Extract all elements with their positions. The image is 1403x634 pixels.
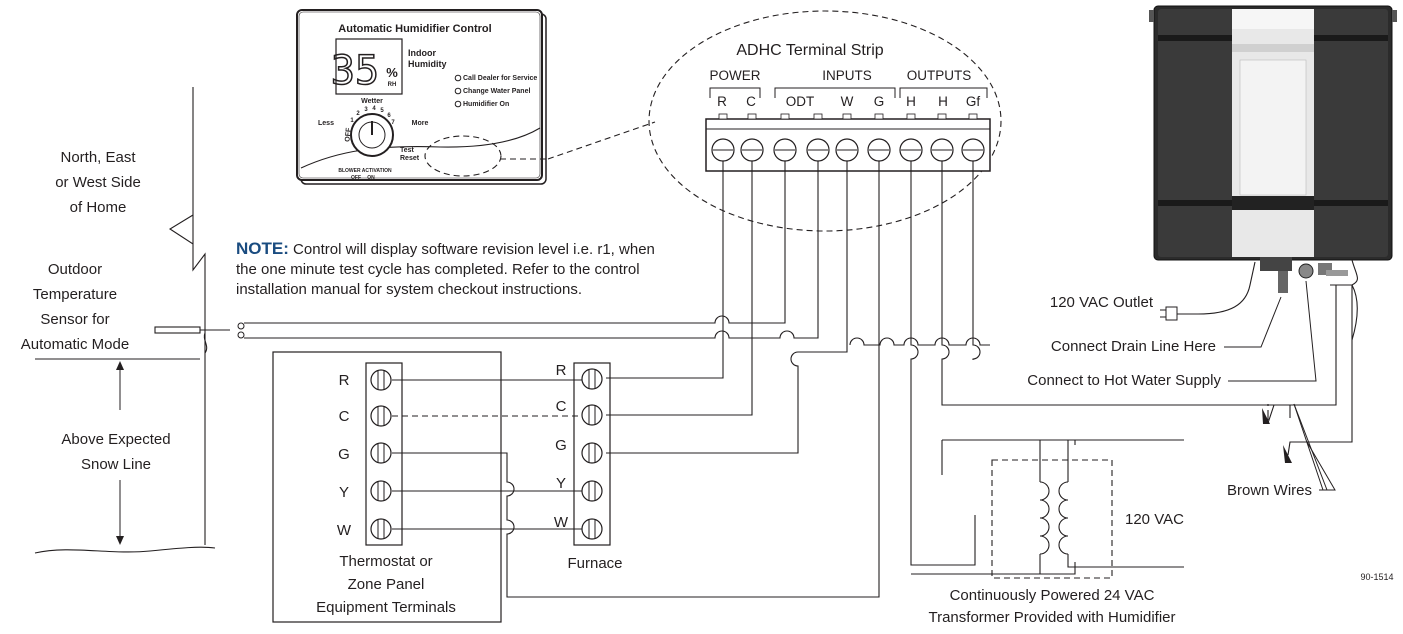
thermostat-caption-3: Equipment Terminals [316, 599, 456, 616]
thermostat-terminal-w: W [337, 522, 352, 539]
terminal-strip-labels: R C ODT W G H H Gf [717, 94, 980, 109]
humidifier-control-panel: Automatic Humidifier Control 35 % RH Ind… [296, 9, 547, 185]
side-of-home-label-2: or West Side [55, 174, 141, 191]
thermostat-terminal-c: C [339, 408, 350, 425]
thermostat-terminal-g: G [338, 446, 350, 463]
terminal-label-h2: H [938, 94, 948, 109]
transformer-caption-1: Continuously Powered 24 VAC [950, 587, 1155, 604]
outlet-label: 120 VAC Outlet [1050, 294, 1154, 311]
thermostat-terminal-y: Y [339, 484, 349, 501]
terminal-strip-screws [711, 138, 985, 162]
dial-less-label: Less [318, 120, 334, 127]
status-humidifier-on: Humidifier On [463, 101, 509, 108]
dial-num-5: 5 [380, 108, 384, 114]
furnace-terminal-c: C [556, 398, 567, 415]
group-power-label: POWER [709, 68, 760, 83]
sensor-label-4: Automatic Mode [21, 336, 129, 353]
indoor-label: Indoor [408, 48, 436, 58]
blower-on-label: ON [367, 175, 375, 181]
house-wall-drawing [34, 87, 216, 554]
control-title: Automatic Humidifier Control [338, 23, 491, 35]
note-block: NOTE: Control will display software revi… [236, 239, 676, 300]
terminal-label-r: R [717, 94, 727, 109]
outdoor-sensor-drawing [154, 322, 245, 354]
status-change-panel: Change Water Panel [463, 88, 530, 95]
dial-wetter-label: Wetter [361, 98, 383, 105]
part-number: 90-1514 [1360, 572, 1393, 582]
thermostat-caption-1: Thermostat or [339, 553, 432, 570]
blower-off-label: OFF [351, 175, 361, 181]
test-label: Test [400, 147, 415, 154]
terminal-location-callout [424, 135, 502, 177]
side-of-home-label-3: of Home [70, 199, 127, 216]
terminal-label-gf: Gf [966, 94, 981, 109]
furnace-screws [581, 368, 603, 540]
thermostat-caption-2: Zone Panel [348, 576, 425, 593]
terminal-label-odt: ODT [786, 94, 815, 109]
terminal-label-c: C [746, 94, 756, 109]
blower-activation-label: BLOWER ACTIVATION [338, 168, 392, 174]
reset-label: Reset [400, 155, 420, 162]
snow-line-label-1: Above Expected [61, 431, 170, 448]
furnace-terminal-g: G [555, 437, 567, 454]
group-outputs-label: OUTPUTS [907, 68, 972, 83]
terminal-label-h1: H [906, 94, 916, 109]
snow-line-indicator [35, 358, 200, 545]
transformer-voltage-label: 120 VAC [1125, 511, 1184, 528]
humidity-unit-rh: RH [388, 82, 397, 88]
terminal-strip-callout [648, 10, 1002, 232]
furnace-terminal-w: W [554, 514, 569, 531]
furnace-terminal-y: Y [556, 475, 566, 492]
snow-line-label-2: Snow Line [81, 456, 151, 473]
thermostat-enclosure [272, 351, 502, 623]
humidity-unit-percent: % [386, 65, 398, 80]
hot-water-label: Connect to Hot Water Supply [1027, 372, 1221, 389]
status-call-dealer: Call Dealer for Service [463, 75, 537, 82]
note-text: Control will display software revision l… [236, 241, 655, 298]
thermostat-screws [370, 369, 392, 540]
terminal-strip-title: ADHC Terminal Strip [736, 42, 883, 59]
sensor-label-2: Temperature [33, 286, 117, 303]
furnace-terminal-r: R [556, 362, 567, 379]
brown-wires-label: Brown Wires [1227, 482, 1312, 499]
dial-num-7: 7 [391, 120, 395, 126]
dial-num-3: 3 [364, 107, 368, 113]
dial-num-4: 4 [372, 106, 376, 112]
humidity-display [335, 38, 403, 95]
thermostat-terminal-r: R [339, 372, 350, 389]
terminal-label-w: W [841, 94, 854, 109]
dial-off-label: OFF [344, 127, 352, 142]
furnace-caption: Furnace [567, 555, 622, 572]
humidity-label: Humidity [408, 59, 447, 69]
dial-num-6: 6 [387, 113, 391, 119]
terminal-label-g: G [874, 94, 885, 109]
dial-num-2: 2 [356, 111, 360, 117]
transformer [911, 439, 1184, 579]
dial-num-1: 1 [350, 118, 354, 124]
humidity-display-value: 35 [331, 48, 379, 94]
dial-more-label: More [412, 120, 429, 127]
note-prefix: NOTE: [236, 239, 289, 258]
transformer-caption-2: Transformer Provided with Humidifier [928, 609, 1175, 626]
wiring [244, 161, 1290, 598]
humidifier-unit [1149, 5, 1397, 293]
group-inputs-label: INPUTS [822, 68, 872, 83]
side-of-home-label-1: North, East [60, 149, 136, 166]
drain-line-label: Connect Drain Line Here [1051, 338, 1216, 355]
sensor-label-1: Outdoor [48, 261, 102, 278]
sensor-label-3: Sensor for [40, 311, 109, 328]
